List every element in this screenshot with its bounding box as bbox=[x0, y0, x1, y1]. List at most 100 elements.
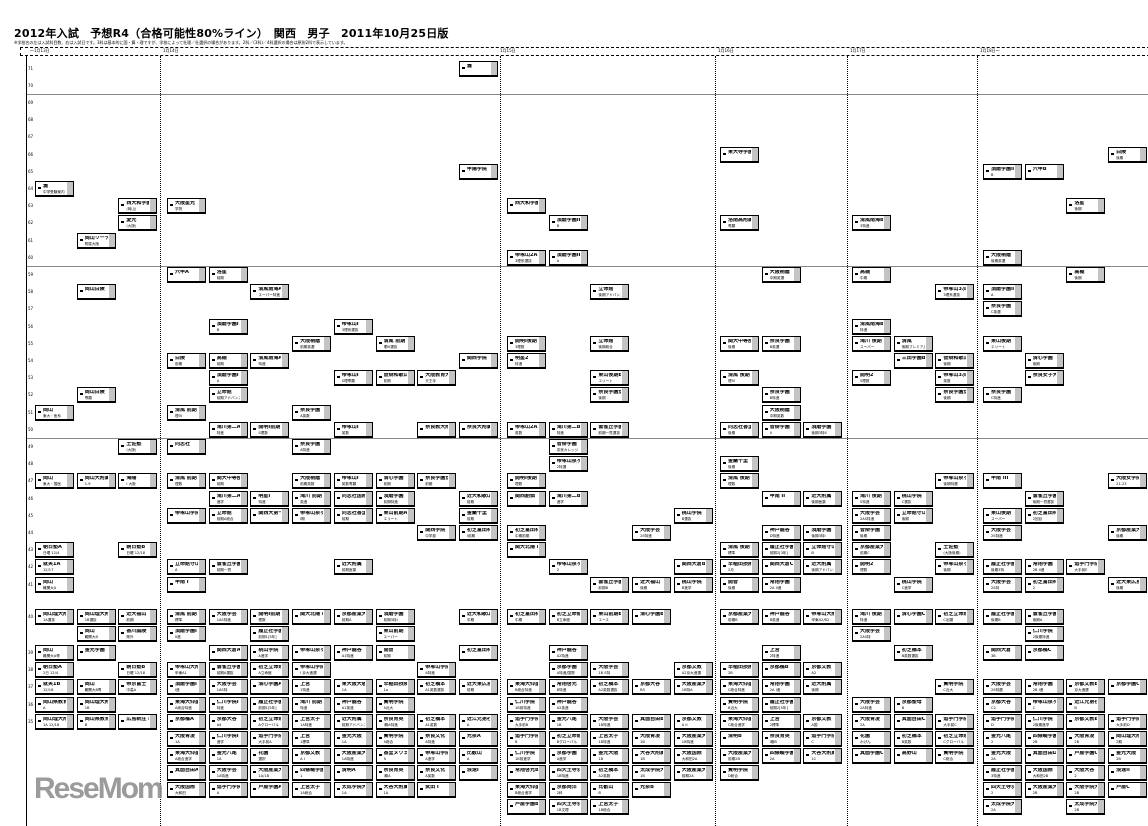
school-box[interactable]: 奈良大附属 bbox=[458, 421, 498, 438]
school-box[interactable]: 甲陽学院 bbox=[458, 163, 498, 180]
school-box[interactable]: 香里ヌヴェールA bbox=[375, 747, 415, 764]
school-box[interactable]: 帝塚山泉ヶ丘 I bbox=[292, 645, 332, 661]
school-box[interactable]: 帝塚山泉ヶ丘I期 bbox=[292, 507, 332, 524]
school-box[interactable]: 立命館守山後期 bbox=[893, 507, 933, 524]
school-box[interactable]: 岡山東大・医系 bbox=[35, 404, 74, 421]
school-box[interactable]: 京都産業大附前期A bbox=[333, 609, 373, 625]
school-box[interactable]: 奈良女子大附属 bbox=[1024, 370, 1064, 387]
school-box[interactable]: 履正社学園中後期B bbox=[983, 609, 1022, 625]
school-box[interactable]: 大阪産業大附2B bbox=[1024, 781, 1064, 798]
school-box[interactable]: 智辯学園奈良カレッジ bbox=[548, 439, 588, 455]
school-box[interactable]: 追手門学院大手前E bbox=[1066, 559, 1106, 576]
school-box[interactable]: 大阪教育大附天王寺 bbox=[417, 370, 457, 387]
school-box[interactable]: 須磨学園IIIA bbox=[983, 284, 1022, 301]
school-box[interactable]: 関大中等部前期 bbox=[208, 473, 248, 490]
school-box[interactable]: 近大附属後期 bbox=[803, 679, 843, 696]
school-box[interactable]: 奈良学園登美ヶ丘後期 bbox=[590, 387, 630, 404]
school-box[interactable]: 立命館前期アドバンスト bbox=[208, 387, 248, 404]
school-box[interactable]: 大阪国際大和田2B bbox=[1024, 764, 1064, 781]
school-box[interactable]: 大阪国際大和田2A bbox=[673, 747, 713, 764]
school-box[interactable]: 開明I後期理数 bbox=[507, 473, 546, 490]
school-box[interactable]: 立命館後期総合 bbox=[590, 335, 630, 352]
school-box[interactable]: 西大和学園(岡山) bbox=[118, 198, 158, 215]
school-box[interactable]: 近大和歌山前期 bbox=[458, 490, 498, 507]
school-box[interactable]: 大阪桐蔭後期英選 bbox=[983, 249, 1022, 266]
school-box[interactable]: 箕面学園C bbox=[852, 747, 891, 764]
school-box[interactable]: 清心学園A bbox=[250, 679, 290, 696]
school-box[interactable]: 京都産業大附後期 bbox=[1108, 525, 1148, 541]
school-box[interactable]: 芦屋学園C bbox=[1066, 747, 1106, 764]
school-box[interactable]: 京都文教B bbox=[1066, 713, 1106, 730]
school-box[interactable]: 清心学園後期 bbox=[1024, 353, 1064, 369]
school-box[interactable]: 帝塚山泉ヶ丘2 bbox=[548, 559, 588, 576]
school-box[interactable]: 履正社学園中前期2[5年] bbox=[761, 696, 801, 713]
school-box[interactable]: 清風 前期標準 bbox=[167, 609, 206, 625]
school-box[interactable]: 京都橘A bbox=[167, 713, 206, 730]
school-box[interactable]: 関西大第一 bbox=[250, 507, 290, 524]
school-box[interactable]: 開智前期 bbox=[375, 645, 415, 661]
school-box[interactable]: 岡山難関大B bbox=[76, 626, 116, 642]
school-box[interactable]: 帝京富士中高A bbox=[118, 679, 158, 696]
school-box[interactable]: 履正社学園中前期1[3年] bbox=[250, 626, 290, 642]
school-box[interactable]: 初芝富田林 I bbox=[458, 645, 498, 661]
school-box[interactable]: 芦屋学園A bbox=[250, 781, 290, 798]
school-box[interactable]: 清心学園C bbox=[893, 609, 933, 625]
